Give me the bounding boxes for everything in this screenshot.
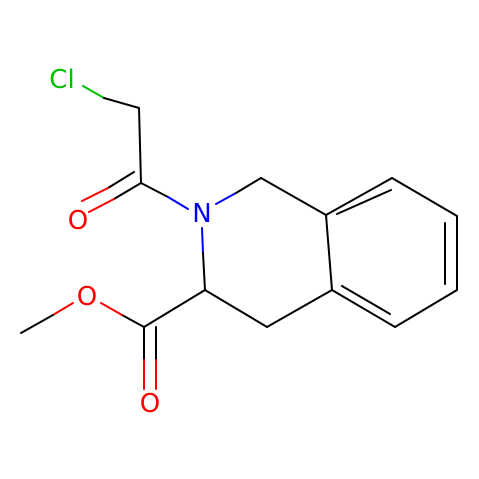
bond-n-c3: [202, 252, 206, 291]
atom-label-oxygen-ester-ether: O: [77, 282, 97, 312]
bond-cl-ch2: [103, 97, 140, 109]
bond-o-methyl: [52, 302, 74, 316]
chloroacetyl-group: [81, 85, 189, 213]
bond-c3-ester-c: [143, 289, 206, 328]
bond-o-methyl: [20, 314, 54, 334]
bond-c6-c5: [394, 289, 458, 328]
bond-c1-c8a: [260, 177, 327, 216]
atom-label-oxygen-amide: O: [68, 206, 88, 236]
atom-label-oxygen-ester-carbonyl: O: [140, 389, 160, 419]
bond-n-c1: [215, 192, 237, 205]
bond-cl-ch2: [82, 85, 105, 99]
bond-c8a-c8: [325, 177, 393, 216]
atom-label-nitrogen: N: [192, 199, 211, 229]
bond-aromatic-inner: [336, 189, 392, 215]
methyl-ester-group: [20, 289, 206, 390]
bond-aromatic-inner: [341, 285, 391, 315]
atom-labels: Cl N O O O: [49, 65, 211, 419]
bond-c4-c4a: [266, 289, 333, 328]
atom-label-chlorine: Cl: [49, 65, 74, 95]
bond-c-o-double-2: [81, 187, 109, 202]
ring-system: [201, 177, 458, 328]
bond-c-o-double-2: [107, 171, 135, 189]
bond-carbonyl-n: [167, 196, 189, 210]
bond-n-c3: [201, 227, 204, 254]
bond-c8-c7: [391, 177, 458, 217]
bond-c3-c4: [204, 289, 268, 328]
bond-c4a-c8a: [325, 214, 333, 291]
bond-n-c1: [235, 177, 262, 194]
bond-c-o-double-1: [113, 182, 142, 200]
bond-ch2-carbonyl: [138, 107, 142, 184]
bond-carbonyl-n: [140, 182, 169, 198]
bond-c-o-double-1: [88, 198, 115, 213]
bond-ester-c-o: [121, 314, 145, 328]
bond-ester-c-o: [100, 302, 123, 316]
bond-c5-c4a: [331, 289, 396, 328]
